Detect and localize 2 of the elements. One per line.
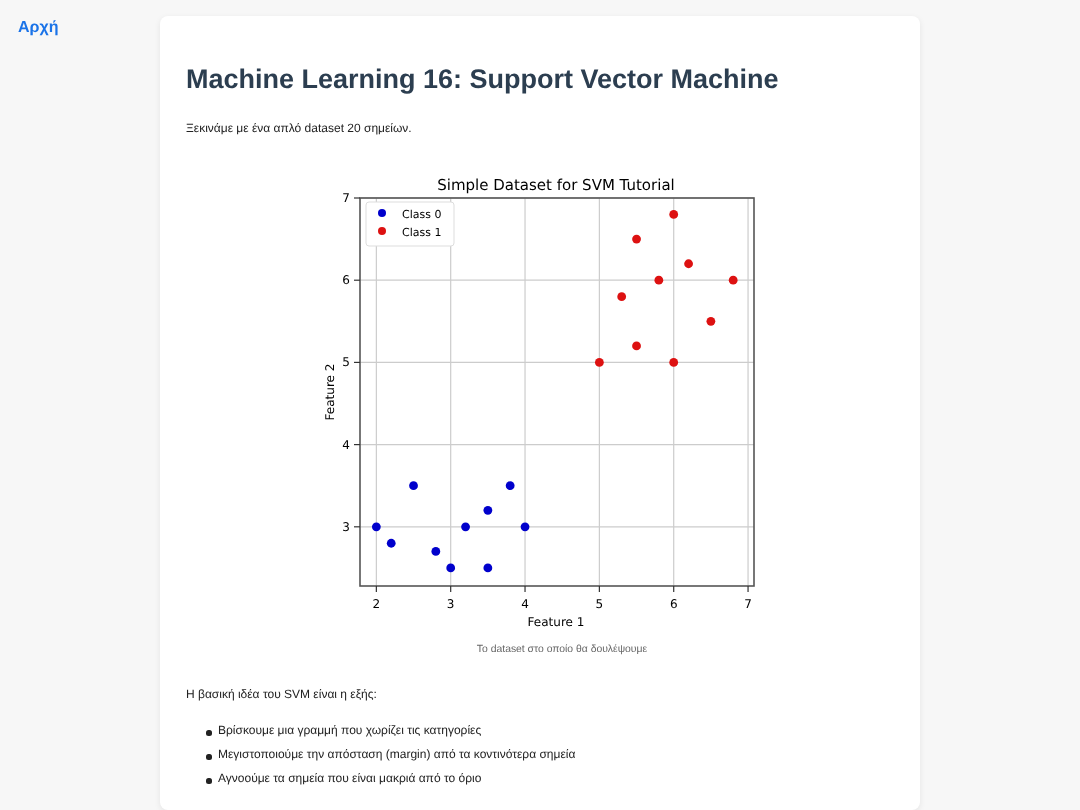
home-link: Αρχή [18, 18, 59, 36]
page-heading: Machine Learning 16: Support Vector Machine [186, 64, 779, 94]
